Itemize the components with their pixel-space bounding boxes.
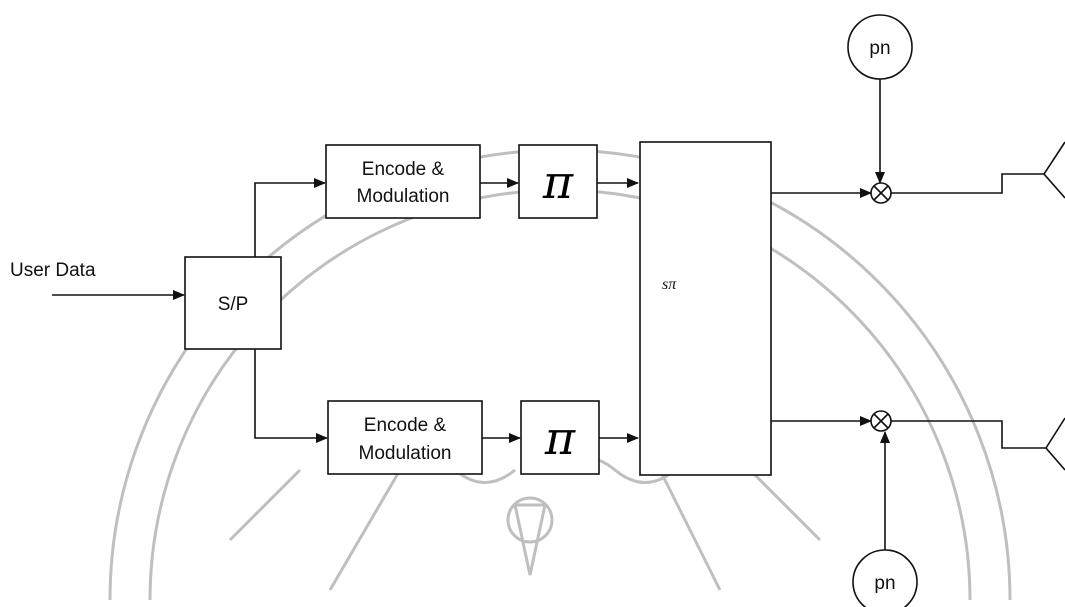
interleaver-top-box	[518, 144, 598, 219]
encoder-top-block: Encode & Modulation	[325, 144, 481, 219]
antenna-top	[1042, 141, 1065, 199]
interleaver-bottom-box	[520, 400, 600, 475]
sp-box	[184, 256, 282, 350]
interleaver-top-symbol: π	[542, 155, 574, 209]
sp-block: S/P	[184, 256, 282, 350]
interleaver-top-block: π	[518, 144, 598, 219]
encoder-bottom-line1: Encode &	[364, 415, 447, 436]
encoder-bottom-line2: Modulation	[359, 443, 452, 464]
encoder-top-box	[325, 144, 481, 219]
pn-top-block: pn	[847, 14, 913, 80]
super-interleaver-box	[639, 141, 772, 476]
pn-bottom-label: pn	[874, 573, 895, 594]
output-bottom-wire	[891, 420, 1046, 449]
branch-bottom-arrow	[254, 349, 328, 443]
pn-top-label: pn	[869, 38, 890, 59]
mixer-bottom	[870, 410, 892, 432]
pn-bottom-block: pn	[852, 549, 918, 607]
output-top-wire	[891, 173, 1044, 194]
interleaver-bottom-block: π	[520, 400, 600, 475]
branch-top-arrow	[254, 178, 326, 257]
encoder-top-line2: Modulation	[357, 186, 450, 207]
encoder-bottom-block: Encode & Modulation	[327, 400, 483, 475]
sp-label: S/P	[218, 294, 249, 315]
user-data-label: User Data	[10, 260, 96, 281]
encoder-top-line1: Encode &	[362, 159, 445, 180]
super-interleaver-block: sπ	[639, 141, 772, 476]
antenna-bottom	[1045, 417, 1065, 471]
user-data-input: User Data	[10, 260, 185, 300]
mixer-top	[870, 182, 892, 204]
super-interleaver-label: sπ	[662, 276, 677, 293]
interleaver-bottom-symbol: π	[544, 411, 576, 465]
